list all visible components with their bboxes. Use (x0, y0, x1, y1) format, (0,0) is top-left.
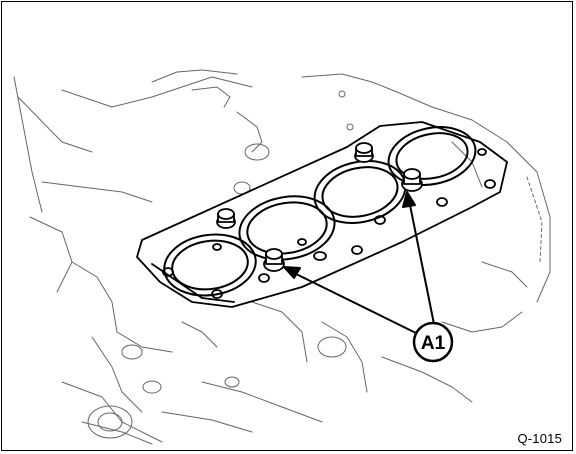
engine-block-outline (13, 69, 551, 445)
callout-label: A1 (421, 333, 446, 354)
bore-4 (387, 126, 477, 186)
bolt-left (216, 208, 236, 229)
dowel-pin-rear (401, 168, 423, 192)
callout-a1: A1 (412, 321, 454, 363)
arrow-head-front (283, 266, 301, 279)
arrow-line-front (291, 271, 421, 336)
cylinder-bores (163, 126, 477, 297)
callout-arrows (283, 191, 435, 336)
dowel-pin-front (263, 248, 285, 272)
bore-3 (313, 160, 407, 224)
dowel-pins (216, 142, 423, 272)
bore-1 (163, 233, 257, 297)
figure-reference-code: Q-1015 (517, 431, 562, 446)
arrow-head-rear (402, 191, 416, 208)
arrow-line-rear (408, 199, 435, 325)
bolt-right (354, 142, 374, 163)
